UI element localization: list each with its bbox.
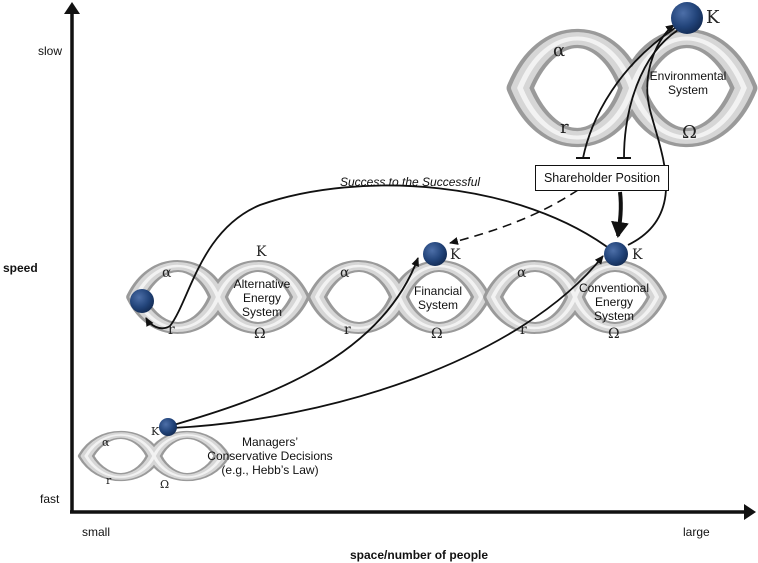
node-conventional-k xyxy=(604,242,628,266)
alt-alpha-label: α xyxy=(162,265,172,281)
conv-alpha-label: α xyxy=(517,265,527,281)
alt-k-label: K xyxy=(256,244,267,260)
env-k-label: K xyxy=(706,7,720,28)
managers-line2: Conservative Decisions xyxy=(207,449,333,463)
mgr-omega-label: Ω xyxy=(160,478,170,491)
arrow-shareholder-to-conventional-bold xyxy=(611,191,629,238)
arrow-conventional-to-environmental xyxy=(627,24,675,246)
fin-omega-label: Ω xyxy=(431,326,443,342)
alternative-line1: Alternative xyxy=(233,277,291,291)
managers-label: Managers’ Conservative Decisions (e.g., … xyxy=(200,435,340,477)
y-axis-title: speed xyxy=(3,261,38,275)
environmental-system-label: Environmental System xyxy=(638,69,738,97)
env-r-label: r xyxy=(560,117,569,138)
inhibit-line-1 xyxy=(582,27,676,159)
fin-alpha-label: α xyxy=(340,265,350,281)
env-alpha-label: α xyxy=(553,40,566,61)
financial-line1: Financial xyxy=(413,284,463,298)
x-axis-arrowhead xyxy=(744,504,756,520)
arrow-success-to-successful xyxy=(145,184,615,330)
y-axis-bottom-label: fast xyxy=(40,492,60,506)
success-label: Success to the Successful xyxy=(340,175,481,189)
node-alternative-r xyxy=(130,289,154,313)
conv-omega-label: Ω xyxy=(608,326,620,342)
fin-r-label: r xyxy=(344,322,351,338)
environmental-line1: Environmental xyxy=(649,69,727,83)
conventional-line3: System xyxy=(593,309,634,323)
conv-r-label: r xyxy=(520,322,527,338)
mgr-r-label: r xyxy=(106,474,112,487)
node-managers-k xyxy=(159,418,177,436)
conventional-line2: Energy xyxy=(594,295,634,309)
conventional-line1: Conventional xyxy=(578,281,650,295)
arrow-shareholder-to-financial-dashed xyxy=(449,189,579,245)
x-axis-title: space/number of people xyxy=(350,548,489,562)
mgr-k-label: K xyxy=(151,425,160,438)
env-omega-label: Ω xyxy=(682,122,697,143)
fin-k-label: K xyxy=(450,247,461,263)
financial-line2: System xyxy=(417,298,458,312)
node-financial-k xyxy=(423,242,447,266)
financial-system-label: Financial System xyxy=(398,284,478,312)
alternative-line2: Energy xyxy=(242,291,282,305)
y-axis-top-label: slow xyxy=(38,44,63,58)
x-axis-left-label: small xyxy=(82,525,111,539)
y-axis-arrowhead xyxy=(64,2,80,14)
managers-line3: (e.g., Hebb’s Law) xyxy=(221,463,319,477)
node-environmental-k xyxy=(671,2,703,34)
conv-k-label: K xyxy=(632,247,643,263)
alt-r-label: r xyxy=(168,322,175,338)
alt-omega-label: Ω xyxy=(254,326,266,342)
arrow-managers-to-financial xyxy=(169,257,419,427)
managers-line1: Managers’ xyxy=(241,435,299,449)
mgr-alpha-label: α xyxy=(102,436,110,449)
inhibit-line-2 xyxy=(623,29,679,159)
x-axis-right-label: large xyxy=(683,525,710,539)
alternative-system-label: Alternative Energy System xyxy=(222,277,302,319)
shareholder-position-box: Shareholder Position xyxy=(535,165,669,191)
conventional-system-label: Conventional Energy System xyxy=(574,281,654,323)
environmental-line2: System xyxy=(667,83,708,97)
alternative-line3: System xyxy=(241,305,282,319)
arrow-managers-to-conventional xyxy=(171,255,604,429)
